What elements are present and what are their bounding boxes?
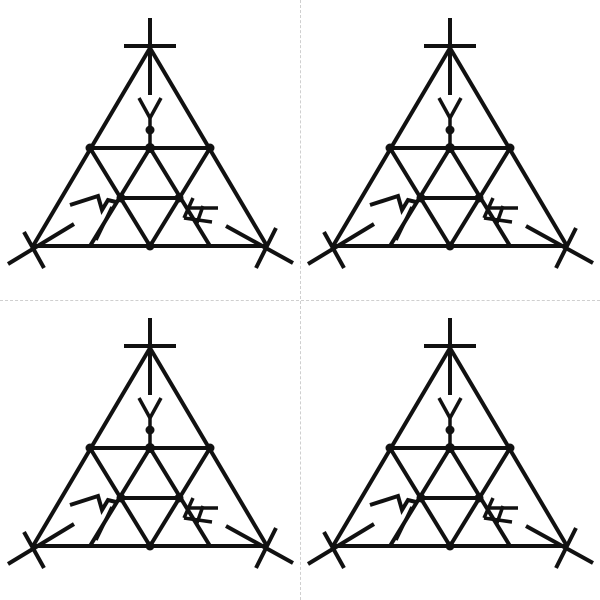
right-cross-short-bar xyxy=(554,527,578,569)
h-glyph-left-post xyxy=(482,197,495,219)
h-glyph-crossbar xyxy=(195,205,205,224)
h-glyph-left-post xyxy=(182,197,195,219)
node-middle-left xyxy=(116,193,126,203)
lightning-glyph xyxy=(369,493,417,515)
node-upper-left xyxy=(385,143,395,153)
node-middle-right xyxy=(174,493,184,503)
node-middle-right xyxy=(174,193,184,203)
left-cross-short-bar xyxy=(22,231,46,269)
right-cross-long-bar xyxy=(225,524,294,565)
h-glyph-crossbar xyxy=(195,505,205,524)
node-apex-inner xyxy=(445,125,455,135)
left-cross-short-bar xyxy=(322,531,346,569)
node-base-center xyxy=(445,241,455,251)
node-apex-inner xyxy=(145,425,155,435)
node-middle-left xyxy=(416,193,426,203)
sigil-tile-top-left xyxy=(0,0,300,300)
y-sigil-right-arm xyxy=(148,397,163,419)
node-apex-inner xyxy=(145,125,155,135)
node-apex-inner xyxy=(445,425,455,435)
right-cross-short-bar xyxy=(254,527,278,569)
lightning-glyph xyxy=(69,193,117,215)
right-cross-long-bar xyxy=(525,524,594,565)
left-cross-short-bar xyxy=(22,531,46,569)
triangle-sigil-icon xyxy=(306,318,594,569)
triangle-sigil-icon xyxy=(6,318,294,569)
node-upper-right xyxy=(205,143,215,153)
left-cross-long-bar xyxy=(306,522,376,566)
node-hub xyxy=(445,143,455,153)
h-glyph-left-post xyxy=(182,497,195,519)
sigil-tile-bottom-right xyxy=(300,300,600,600)
node-middle-right xyxy=(474,493,484,503)
right-cross-short-bar xyxy=(554,227,578,269)
h-glyph-crossbar xyxy=(495,205,505,224)
triangle-sigil-icon xyxy=(6,18,294,269)
node-middle-left xyxy=(116,493,126,503)
left-cross-long-bar xyxy=(6,522,76,566)
node-upper-left xyxy=(85,143,95,153)
node-upper-right xyxy=(505,443,515,453)
node-base-center xyxy=(145,241,155,251)
node-hub xyxy=(145,443,155,453)
right-cross-long-bar xyxy=(225,224,294,265)
y-sigil-left-arm xyxy=(137,397,152,419)
y-sigil-left-arm xyxy=(437,97,452,119)
sigil-tile-bottom-left xyxy=(0,300,300,600)
node-base-center xyxy=(445,541,455,551)
lightning-glyph-tail xyxy=(394,206,414,241)
lightning-glyph-tail xyxy=(94,206,114,241)
node-upper-left xyxy=(385,443,395,453)
h-glyph-left-post xyxy=(482,497,495,519)
node-hub xyxy=(145,143,155,153)
lightning-glyph-tail xyxy=(94,506,114,541)
left-cross-long-bar xyxy=(6,222,76,266)
node-upper-right xyxy=(505,143,515,153)
right-cross-short-bar xyxy=(254,227,278,269)
left-cross-short-bar xyxy=(322,231,346,269)
y-sigil-right-arm xyxy=(448,397,463,419)
lightning-glyph-tail xyxy=(394,506,414,541)
node-middle-left xyxy=(416,493,426,503)
y-sigil-left-arm xyxy=(137,97,152,119)
triangle-sigil-icon xyxy=(306,18,594,269)
right-cross-long-bar xyxy=(525,224,594,265)
lightning-glyph xyxy=(369,193,417,215)
y-sigil-right-arm xyxy=(448,97,463,119)
node-base-center xyxy=(145,541,155,551)
horizontal-cut-line xyxy=(0,300,600,301)
h-glyph-crossbar xyxy=(495,505,505,524)
y-sigil-right-arm xyxy=(148,97,163,119)
node-middle-right xyxy=(474,193,484,203)
y-sigil-left-arm xyxy=(437,397,452,419)
node-upper-right xyxy=(205,443,215,453)
node-upper-left xyxy=(85,443,95,453)
lightning-glyph xyxy=(69,493,117,515)
sigil-tile-top-right xyxy=(300,0,600,300)
left-cross-long-bar xyxy=(306,222,376,266)
node-hub xyxy=(445,443,455,453)
